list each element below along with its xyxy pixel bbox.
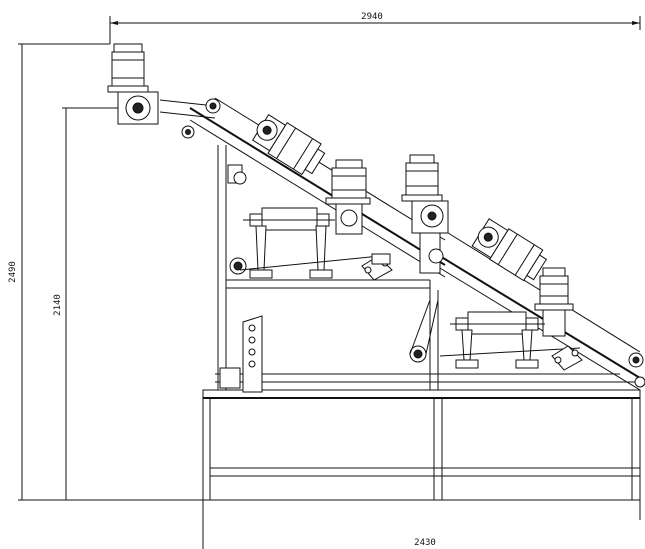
motor-top-left [107,43,159,125]
dimension-lines [18,16,641,549]
dim-base-length: 2430 [414,538,436,548]
roller-assembly-2 [439,311,581,369]
motor-incline-1 [251,113,326,176]
dim-overall-height: 2490 [8,261,18,283]
base-frame [202,373,641,501]
upper-support-frame [217,145,439,393]
roller-assembly-1 [239,207,381,279]
dim-conveyor-height: 2140 [53,294,63,316]
dim-overall-length: 2940 [361,12,383,22]
motor-vertical-2 [401,154,449,274]
incline-beams [159,97,641,391]
upper-pulleys [181,98,247,275]
motor-vertical-3 [534,267,574,337]
linkage-bracket-1 [361,253,393,281]
motor-vertical-1 [325,159,371,235]
lower-pulleys [409,299,645,388]
motor-incline-2 [471,218,548,282]
linkage-bracket-2 [551,345,583,371]
